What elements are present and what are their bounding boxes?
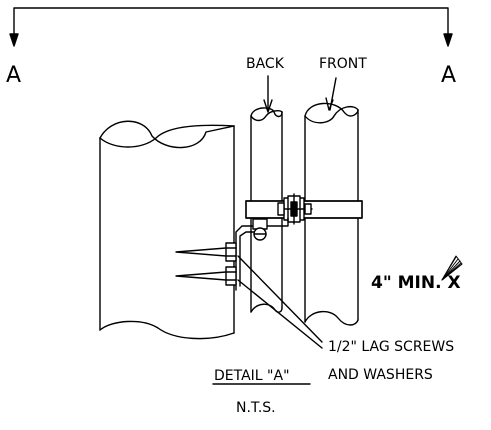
lag-screw-note-line1: 1/2" LAG SCREWS (328, 339, 454, 355)
front-label: FRONT (319, 56, 367, 72)
l-bracket (235, 217, 289, 291)
back-crossarm (250, 75, 283, 313)
section-cut-line (9, 7, 453, 47)
lag-screw-note-line2: AND WASHERS (328, 367, 433, 383)
lag-screw-upper (175, 242, 237, 262)
lag-screw-leaders (237, 255, 323, 349)
min-dimension-note: 4" MIN. X (371, 273, 461, 293)
section-mark-left: A (6, 63, 21, 88)
main-pole (99, 120, 235, 340)
lag-screw-lower (175, 266, 237, 286)
hatch-symbol (441, 255, 463, 281)
detail-title: DETAIL "A" (214, 368, 290, 384)
scale-note: N.T.S. (236, 400, 276, 416)
through-bolt (277, 193, 313, 225)
section-mark-right: A (441, 63, 456, 88)
back-label: BACK (246, 56, 285, 72)
